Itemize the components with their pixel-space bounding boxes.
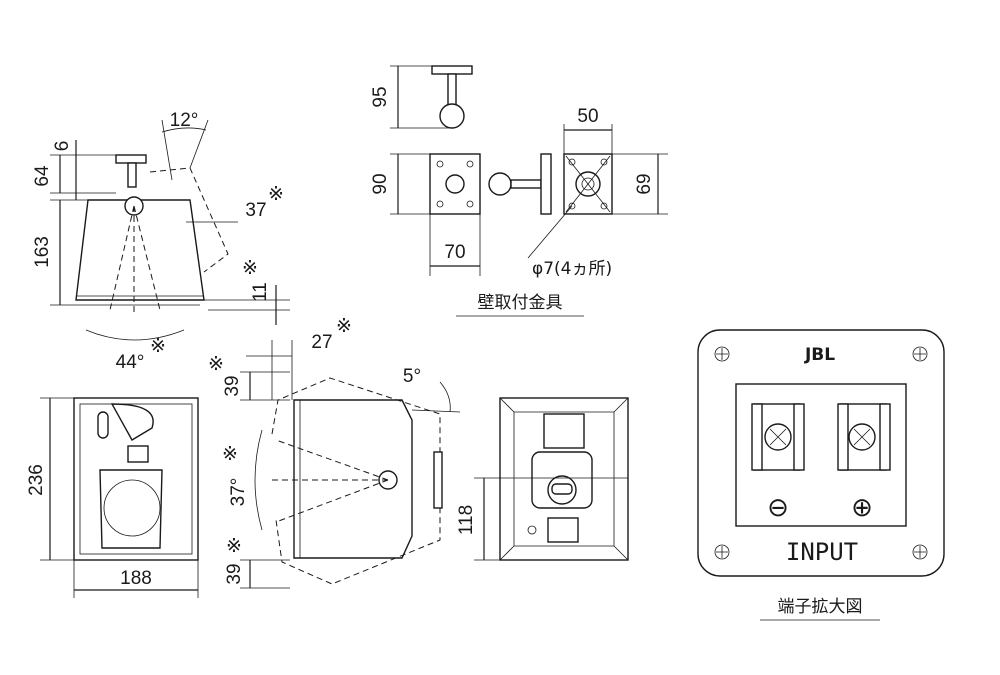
corner-screws [714,346,928,560]
front-view: 236 188 [26,397,199,598]
input-label: INPUT [786,538,858,566]
terminal-enlarged: JBL ⊖ ⊕ INPUT 端子拡大図 [697,329,945,621]
tweeter-horn [110,403,154,441]
dim-39-bottom: 39 [224,563,245,584]
dim-118: 118 [456,505,477,535]
rear-label [547,517,579,543]
dim-27: 27 [311,332,332,353]
dim-11: 11 [250,282,271,302]
dim-188: 188 [120,568,152,589]
brand-logo: JBL [804,345,835,365]
rear-view: 118 [456,397,629,561]
dim-70: 70 [444,242,465,263]
dim-236: 236 [26,464,47,496]
side-view-bottom: 27 ※ 39 ※ 37° ※ 39 ※ 5° [208,316,461,589]
dim-39-top: 39 [222,375,243,396]
note-mark-27: ※ [336,316,352,337]
dim-37: 37 [245,200,266,221]
woofer [99,469,163,549]
mount-plate [115,154,147,164]
rear-terminal [543,413,585,449]
note-mark-44: ※ [150,336,166,357]
note-mark-39-top: ※ [208,354,224,375]
note-mark-37deg: ※ [222,444,238,465]
bracket-stem [447,73,457,109]
wall-bracket-detail: 95 90 70 50 69 φ7(4ヵ所) 壁取付金具 [370,65,668,317]
terminal-title: 端子拡大図 [778,597,863,617]
bracket-ball [439,103,465,129]
dim-95: 95 [370,86,391,107]
minus-symbol: ⊖ [767,493,789,523]
dim-12deg: 12° [170,110,199,131]
note-mark-39-bottom: ※ [226,536,242,557]
note-mark-37: ※ [268,184,284,205]
bracket-title: 壁取付金具 [478,293,563,313]
mount-arm [127,162,137,188]
bracket-plate-side [540,153,552,215]
dim-50: 50 [577,106,598,127]
dim-5deg: 5° [403,366,421,387]
speaker-body-side [75,199,205,301]
dim-37deg: 37° [228,478,249,507]
dim-6: 6 [52,141,73,152]
port [97,411,109,439]
speaker-side-2 [293,399,413,559]
plus-symbol: ⊕ [851,493,873,523]
hole-note: φ7(4ヵ所) [532,259,612,279]
note-mark-11: ※ [242,258,258,279]
dim-90: 90 [370,173,391,194]
dim-69: 69 [634,173,655,194]
bracket-plate-top [431,65,473,75]
dim-163: 163 [32,236,53,268]
dim-44deg: 44° [116,352,145,373]
bracket-rear [433,451,443,509]
dim-64: 64 [32,165,53,187]
side-view-top: 6 64 163 12° 37 ※ 11 ※ 44° ※ [32,110,290,373]
front-badge [127,445,149,463]
